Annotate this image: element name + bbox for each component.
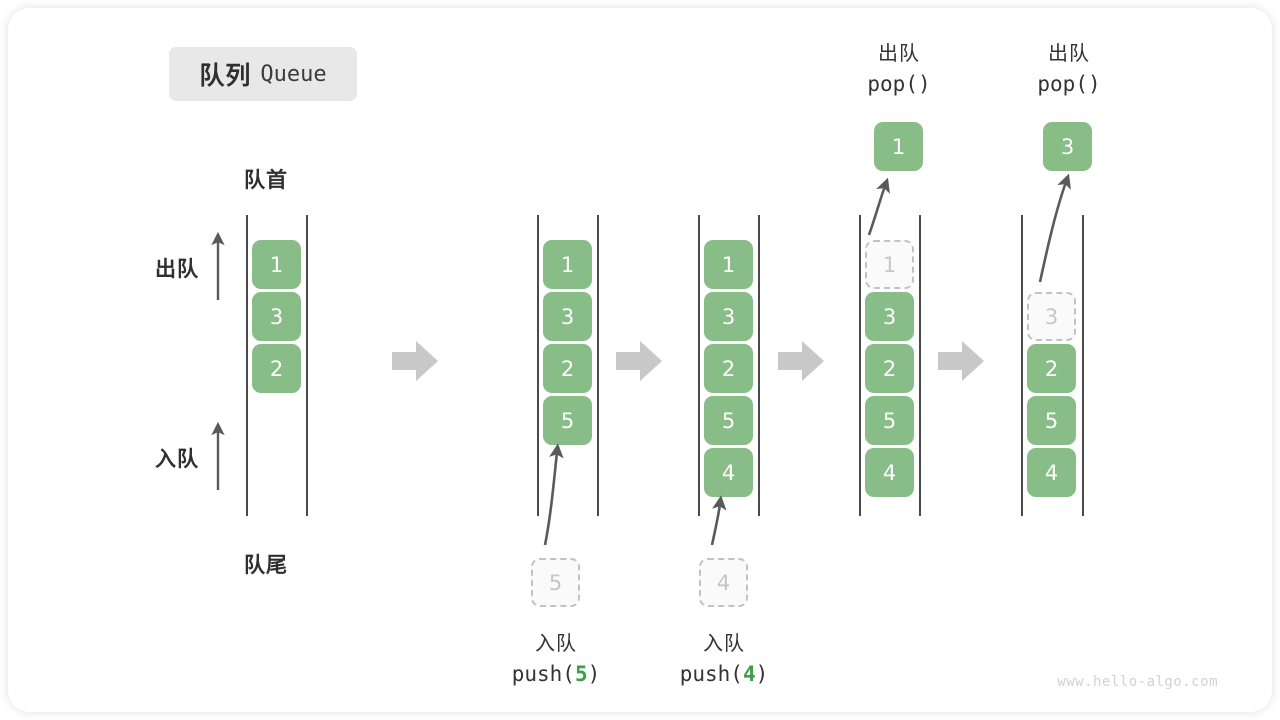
queue-cell: 5 — [865, 396, 914, 445]
caption-code: pop() — [867, 72, 931, 96]
queue-rail-right-1 — [306, 215, 308, 516]
queue-cell-ghost: 1 — [865, 240, 914, 289]
queue-cell: 5 — [704, 396, 753, 445]
queue-cell: 1 — [252, 240, 301, 289]
queue-cell: 3 — [252, 292, 301, 341]
incoming-ghost-box: 4 — [699, 558, 748, 607]
caption-push-5: 入队 push(5) — [456, 630, 656, 689]
caption-fn: push( — [511, 662, 575, 686]
popped-value-box: 1 — [874, 122, 923, 171]
caption-cn: 出队 — [878, 43, 920, 65]
caption-arg: 4 — [742, 662, 756, 686]
caption-code: pop() — [1037, 72, 1101, 96]
queue-cell: 1 — [704, 240, 753, 289]
queue-cell: 4 — [704, 448, 753, 497]
queue-cell: 2 — [1027, 344, 1076, 393]
queue-rail-right-3 — [758, 215, 760, 516]
caption-fn: push( — [679, 662, 743, 686]
queue-cell: 5 — [543, 396, 592, 445]
caption-close: ) — [755, 662, 769, 686]
queue-rail-left-4 — [859, 215, 861, 516]
diagram-title-badge: 队列 Queue — [169, 47, 357, 101]
popped-value-box: 3 — [1043, 122, 1092, 171]
queue-rail-right-2 — [597, 215, 599, 516]
queue-rail-left-5 — [1021, 215, 1023, 516]
caption-push-4: 入队 push(4) — [624, 630, 824, 689]
queue-cell: 2 — [865, 344, 914, 393]
caption-cn: 入队 — [535, 633, 577, 655]
queue-rail-left-1 — [246, 215, 248, 516]
queue-rail-left-3 — [698, 215, 700, 516]
incoming-ghost-box: 5 — [531, 558, 580, 607]
queue-cell: 2 — [704, 344, 753, 393]
diagram-card: 队列 Queue 队首 队尾 出队 入队 1 3 2 1 3 2 5 5 入队 … — [8, 8, 1272, 712]
caption-arg: 5 — [574, 662, 588, 686]
queue-cell: 3 — [704, 292, 753, 341]
queue-cell: 4 — [865, 448, 914, 497]
caption-close: ) — [587, 662, 601, 686]
caption-code: push(5) — [456, 659, 656, 689]
label-rear: 队尾 — [244, 554, 288, 577]
queue-rail-right-4 — [919, 215, 921, 516]
queue-cell: 1 — [543, 240, 592, 289]
queue-cell-empty — [1027, 240, 1076, 289]
caption-pop-3: 出队 pop() — [979, 40, 1159, 99]
queue-rail-left-2 — [537, 215, 539, 516]
title-en: Queue — [260, 61, 327, 87]
queue-cell: 5 — [1027, 396, 1076, 445]
caption-pop-1: 出队 pop() — [809, 40, 989, 99]
title-cn: 队列 — [199, 62, 252, 90]
queue-rail-right-5 — [1082, 215, 1084, 516]
label-enqueue: 入队 — [155, 448, 199, 471]
watermark: www.hello-algo.com — [1057, 674, 1218, 690]
queue-cell: 3 — [865, 292, 914, 341]
queue-cell: 2 — [543, 344, 592, 393]
label-dequeue: 出队 — [155, 258, 199, 281]
queue-cell: 4 — [1027, 448, 1076, 497]
caption-code: push(4) — [624, 659, 824, 689]
queue-cell: 2 — [252, 344, 301, 393]
label-front: 队首 — [244, 169, 288, 192]
caption-cn: 出队 — [1048, 43, 1090, 65]
queue-cell-ghost: 3 — [1027, 292, 1076, 341]
caption-cn: 入队 — [703, 633, 745, 655]
queue-cell: 3 — [543, 292, 592, 341]
